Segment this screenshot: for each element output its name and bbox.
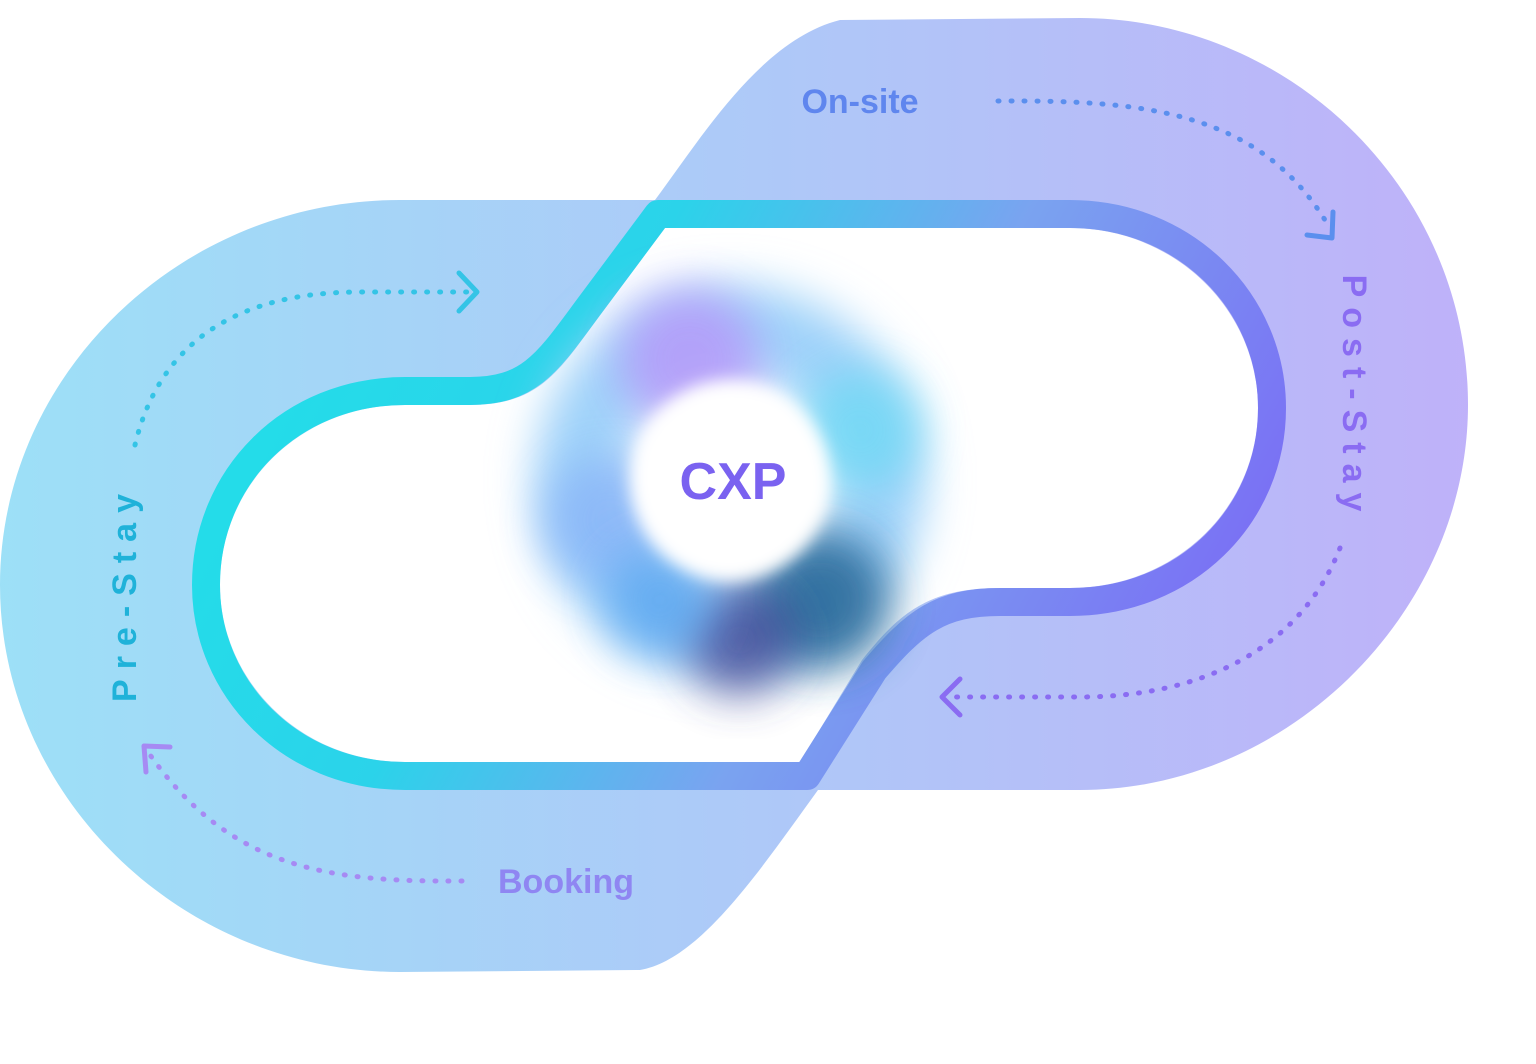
center-label: CXP xyxy=(680,453,787,511)
stage-label-pre-stay: Pre-Stay xyxy=(106,484,144,702)
poststay-to-booking-arrow xyxy=(952,545,1343,700)
loop-outline xyxy=(192,200,1286,790)
booking-to-prestay-arrow xyxy=(145,749,465,884)
center-blur-ring xyxy=(535,285,925,695)
poststay-arrowhead xyxy=(939,676,963,718)
stage-label-booking: Booking xyxy=(498,863,634,901)
booking-arrowhead xyxy=(141,743,173,775)
prestay-arrowhead xyxy=(456,270,480,314)
stage-label-post-stay: Post-Stay xyxy=(1335,275,1373,522)
onsite-to-poststay-arrow xyxy=(995,98,1331,228)
onsite-arrowhead xyxy=(1304,209,1336,241)
stage-label-on-site: On-site xyxy=(801,83,918,121)
